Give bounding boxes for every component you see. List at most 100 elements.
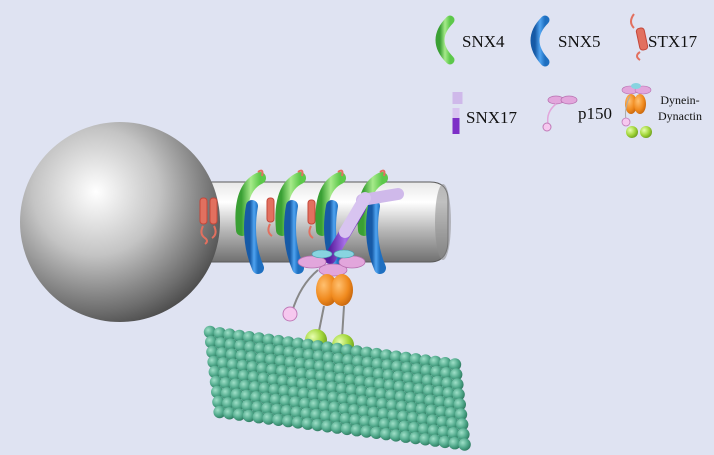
microtubule-bead	[360, 346, 373, 359]
microtubule-bead	[317, 390, 330, 403]
microtubule-bead	[241, 399, 254, 413]
microtubule-bead	[397, 410, 410, 423]
microtubule-bead	[360, 425, 373, 438]
microtubule-bead	[431, 375, 444, 389]
microtubule-bead	[300, 407, 313, 420]
microtubule-bead	[353, 365, 366, 378]
microtubule-bead	[369, 416, 382, 429]
microtubule-bead	[403, 381, 416, 395]
microtubule-bead	[436, 415, 449, 429]
snx17-diagram	[324, 188, 404, 264]
legend-label-dynein-line1: Dynein-	[660, 93, 700, 107]
microtubule-bead	[242, 409, 256, 423]
microtubule-bead	[311, 418, 324, 432]
legend-label-snx17: SNX17	[466, 108, 518, 127]
microtubule	[203, 325, 471, 451]
microtubule-bead	[372, 367, 386, 381]
microtubule-bead	[389, 429, 403, 442]
microtubule-bead	[299, 397, 312, 410]
microtubule-bead	[284, 356, 297, 369]
microtubule-bead	[258, 382, 272, 395]
microtubule-bead	[430, 365, 443, 379]
legend-label-dynein: Dynein- Dynactin	[658, 92, 702, 124]
microtubule-bead	[434, 395, 447, 409]
microtubule-bead	[321, 420, 334, 433]
microtubule-bead	[273, 344, 286, 358]
microtubule-bead	[233, 329, 246, 343]
microtubule-bead	[223, 407, 236, 420]
microtubule-bead	[289, 396, 302, 409]
microtubule-bead	[424, 394, 437, 407]
microtubule-bead	[350, 345, 364, 358]
microtubule-bead	[290, 406, 303, 419]
microtubule-bead	[405, 401, 419, 415]
microtubule-bead	[246, 361, 259, 374]
microtubule-bead	[439, 357, 452, 370]
microtubule-bead	[429, 355, 442, 369]
microtubule-bead	[340, 422, 354, 436]
microtubule-bead	[212, 395, 225, 409]
microtubule-bead	[336, 382, 349, 396]
microtubule-bead	[222, 397, 235, 410]
microtubule-bead	[272, 413, 285, 426]
microtubule-bead	[277, 374, 290, 388]
microtubule-bead	[446, 417, 459, 430]
microtubule-bead	[285, 366, 299, 379]
microtubule-bead	[374, 377, 387, 391]
microtubule-bead	[305, 368, 318, 382]
microtubule-bead	[207, 355, 220, 369]
microtubule-bead	[363, 366, 376, 379]
microtubule-bead	[418, 423, 431, 436]
microtubule-bead	[356, 395, 370, 408]
microtubule-bead	[349, 414, 362, 427]
microtubule-bead	[209, 375, 223, 389]
microtubule-bead	[421, 374, 435, 387]
microtubule-bead	[231, 398, 245, 411]
microtubule-bead	[318, 400, 332, 413]
microtubule-bead	[453, 398, 466, 411]
microtubule-bead	[272, 334, 285, 348]
microtubule-bead	[307, 388, 321, 402]
microtubule-bead	[427, 424, 441, 437]
microtubule-bead	[381, 359, 394, 372]
microtubule-bead	[214, 337, 228, 350]
microtubule-bead	[398, 420, 411, 433]
microtubule-bead	[240, 389, 253, 403]
microtubule-bead	[213, 327, 226, 340]
microtubule-bead	[230, 388, 243, 401]
microtubule-bead	[206, 345, 219, 359]
microtubule-bead	[278, 384, 291, 398]
microtubule-bead	[295, 367, 308, 380]
microtubule-bead	[311, 340, 324, 353]
microtubule-bead	[394, 390, 408, 403]
microtubule-bead	[385, 389, 398, 402]
microtubule-bead	[407, 411, 420, 425]
microtubule-bead	[287, 376, 300, 389]
microtubule-bead	[339, 412, 352, 426]
microtubule-bead	[419, 433, 432, 446]
microtubule-bead	[365, 386, 378, 399]
microtubule-bead	[414, 393, 427, 406]
microtubule-bead	[282, 414, 295, 428]
microtubule-bead	[239, 379, 252, 393]
microtubule-bead	[257, 372, 270, 385]
snx-coat	[235, 169, 266, 274]
legend-icons	[435, 13, 652, 138]
microtubule-bead	[359, 415, 372, 428]
microtubule-bead	[352, 355, 365, 368]
microtubule-bead	[413, 383, 426, 396]
microtubule-bead	[280, 404, 294, 418]
microtubule-bead	[260, 392, 273, 405]
microtubule-bead	[276, 364, 289, 378]
microtubule-bead	[304, 358, 317, 372]
microtubule-bead	[234, 339, 247, 353]
microtubule-bead	[355, 385, 368, 398]
microtubule-bead	[315, 370, 328, 383]
microtubule-bead	[331, 421, 344, 434]
microtubule-bead	[402, 371, 415, 385]
microtubule-bead	[244, 341, 257, 354]
microtubule-bead	[301, 338, 315, 352]
snx4-icon	[435, 15, 455, 65]
microtubule-bead	[361, 356, 375, 369]
